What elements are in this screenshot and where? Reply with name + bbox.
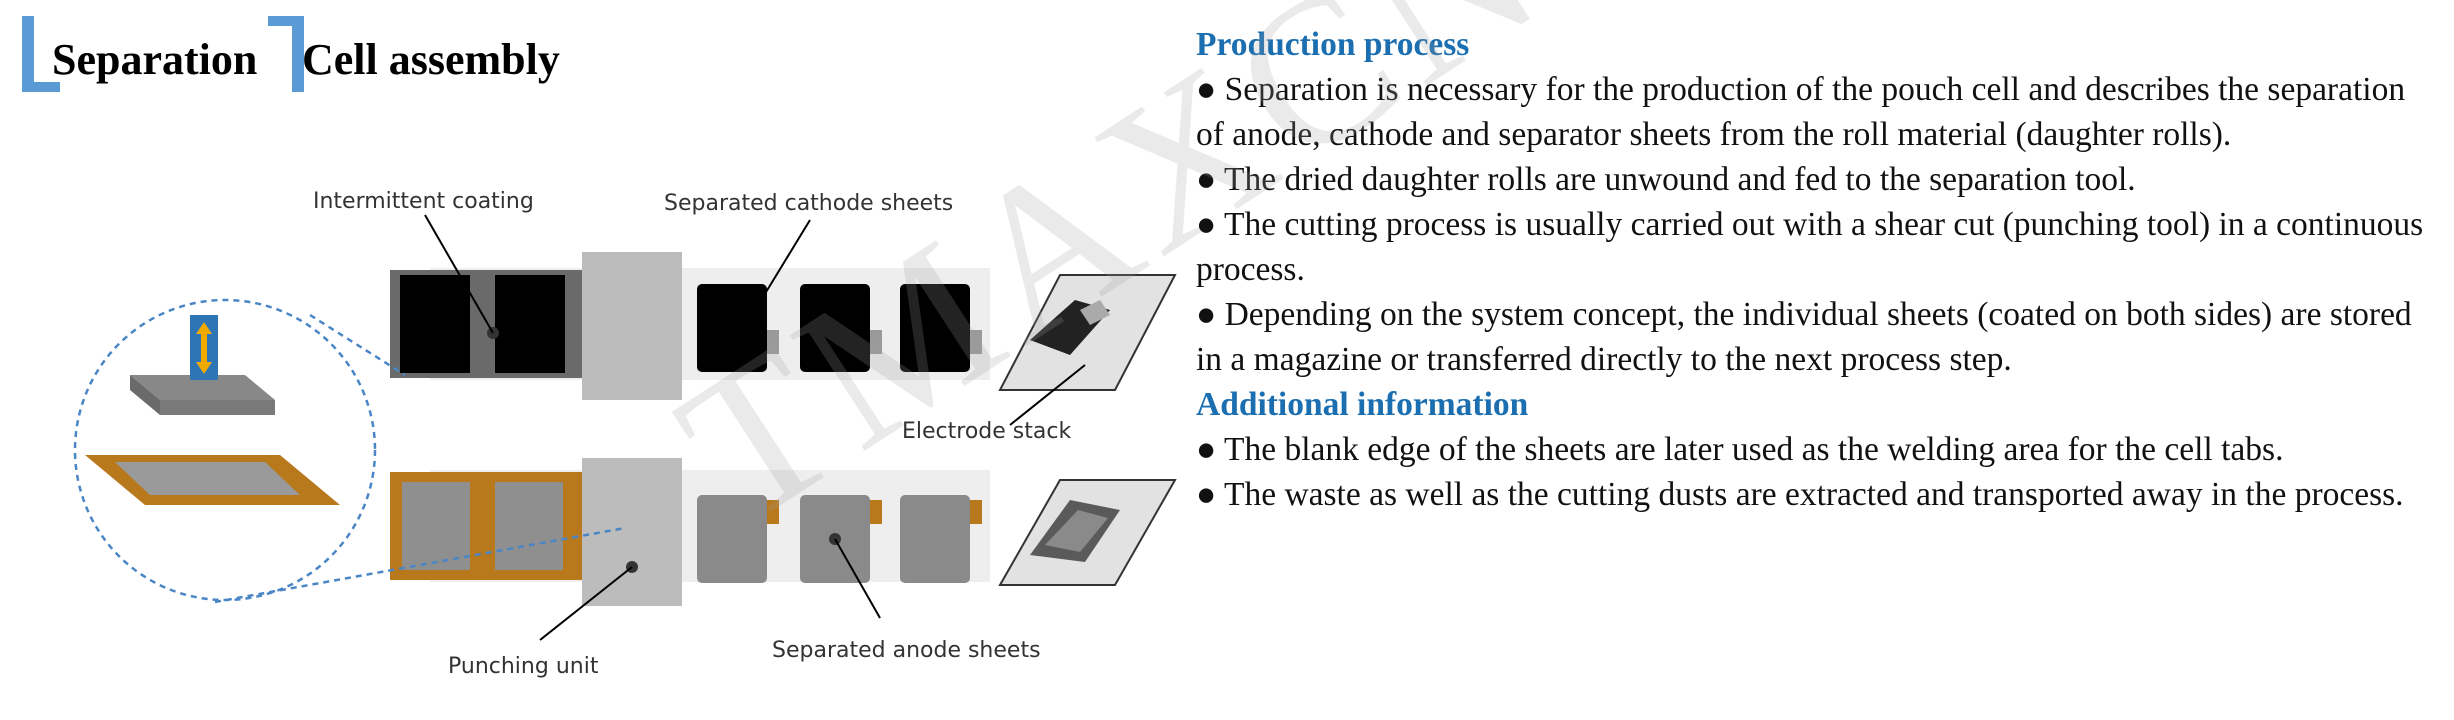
tab-separation[interactable]: Separation <box>52 35 258 84</box>
electrode-stack-bottom <box>998 479 1177 586</box>
zoom-circle <box>73 298 377 602</box>
label-separated-cathode-sheets: Separated cathode sheets <box>664 191 953 216</box>
production-bullet-4: ● Depending on the system concept, the i… <box>1196 296 2412 378</box>
punching-unit-top <box>582 252 682 400</box>
label-punching-unit: Punching unit <box>448 654 599 679</box>
production-bullet-2: ● The dried daughter rolls are unwound a… <box>1196 161 2136 198</box>
tab-cell-assembly[interactable]: Cell assembly <box>302 35 560 84</box>
left-bracket-icon <box>22 16 60 92</box>
production-bullet-3: ● The cutting process is usually carried… <box>1196 206 2424 288</box>
label-separated-anode-sheets: Separated anode sheets <box>772 638 1041 663</box>
production-process-heading: Production process <box>1196 26 1470 63</box>
right-bracket-icon <box>268 16 304 92</box>
label-intermittent-coating: Intermittent coating <box>313 189 534 214</box>
production-bullet-1: ● Separation is necessary for the produc… <box>1196 71 2406 153</box>
text-panel: Production process ● Separation is neces… <box>1196 22 2441 517</box>
cathode-sheets <box>697 284 982 372</box>
anode-sheets <box>697 495 982 583</box>
separation-diagram: Intermittent coating Separated cathode s… <box>0 150 1200 710</box>
additional-bullet-2: ● The waste as well as the cutting dusts… <box>1196 476 2404 513</box>
label-electrode-stack: Electrode stack <box>902 419 1071 444</box>
additional-information-heading: Additional information <box>1196 386 1529 423</box>
punch-tool <box>130 375 275 400</box>
additional-bullet-1: ● The blank edge of the sheets are later… <box>1196 431 2284 468</box>
electrode-stack-top <box>998 274 1177 391</box>
title-bar: Separation Cell assembly <box>20 14 660 94</box>
